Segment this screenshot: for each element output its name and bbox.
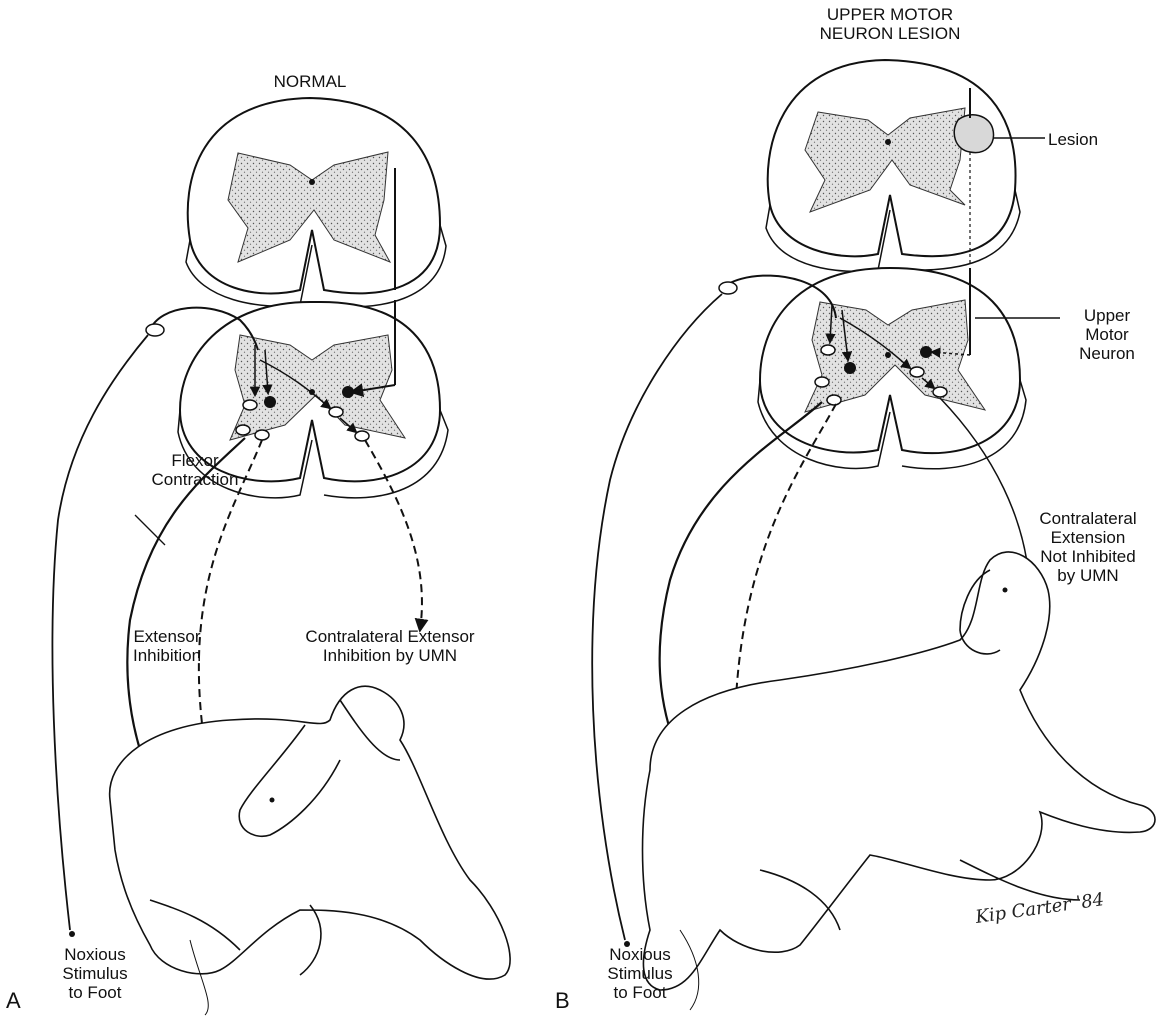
leader-lines [0, 0, 1163, 1018]
